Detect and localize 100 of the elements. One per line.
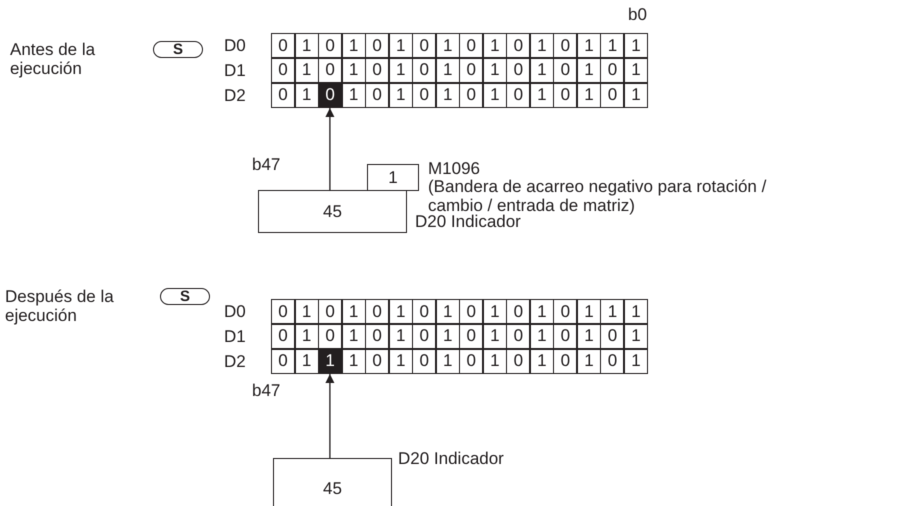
bit-cell: 0 <box>366 300 388 324</box>
contact-symbol: S <box>160 288 210 305</box>
bit-cell: 1 <box>530 300 553 324</box>
bit-cell: 0 <box>460 84 482 107</box>
bit-cell: 1 <box>436 300 459 324</box>
bit-cell: 0 <box>601 350 624 373</box>
state-heading: Antes de la ejecución <box>10 40 96 78</box>
bit-cell: 1 <box>578 300 600 324</box>
bit-cell: 0 <box>554 34 576 58</box>
bit-cell: 0 <box>272 58 294 82</box>
bit-cell: 1 <box>624 84 647 107</box>
bit-cell: 1 <box>390 324 412 348</box>
bit-cell: 1 <box>436 350 459 373</box>
bit-cell: 0 <box>366 34 388 58</box>
bit-cell: 1 <box>436 324 459 348</box>
bit-cell: 1 <box>342 34 365 58</box>
register-label: D0 <box>224 36 246 55</box>
bit-cell: 0 <box>272 34 294 58</box>
bit-cell: 1 <box>296 350 318 373</box>
bit-cell: 0 <box>413 324 436 348</box>
bit-cell: 0 <box>554 58 576 82</box>
bit-cell: 1 <box>342 350 365 373</box>
bit-cell: 0 <box>319 58 342 82</box>
bit-cell: 0 <box>319 34 342 58</box>
value-box: 45 <box>258 190 407 233</box>
bit-cell: 0 <box>601 58 624 82</box>
bit-label: b47 <box>252 381 280 400</box>
bit-cell: 1 <box>624 350 647 373</box>
bit-cell: 1 <box>342 300 365 324</box>
bit-cell: 0 <box>554 300 576 324</box>
bit-label: b47 <box>252 155 280 174</box>
bit-cell: 1 <box>530 34 553 58</box>
bit-cell: 1 <box>578 84 600 107</box>
bit-cell: 1 <box>484 84 506 107</box>
annotation-text: D20 Indicador <box>398 449 504 468</box>
bit-cell: 1 <box>578 324 600 348</box>
bit-cell: 1 <box>484 350 506 373</box>
bit-cell: 1 <box>342 58 365 82</box>
bit-cell: 0 <box>413 84 436 107</box>
register-label: D2 <box>224 352 246 371</box>
bit-cell: 1 <box>484 300 506 324</box>
bit-cell: 0 <box>601 324 624 348</box>
value-box: 1 <box>367 164 419 191</box>
bit-label: b0 <box>628 5 647 24</box>
bit-cell: 1 <box>530 84 553 107</box>
bit-cell: 0 <box>272 324 294 348</box>
bit-cell: 1 <box>390 350 412 373</box>
value-box: 45 <box>273 458 392 506</box>
bit-cell: 0 <box>460 34 482 58</box>
bit-cell: 1 <box>390 58 412 82</box>
bit-cell: 0 <box>460 300 482 324</box>
bit-cell: 1 <box>436 58 459 82</box>
bit-cell: 1 <box>624 300 647 324</box>
bit-cell: 0 <box>601 84 624 107</box>
bit-cell: 0 <box>460 58 482 82</box>
bit-cell: 0 <box>460 350 482 373</box>
bit-cell: 1 <box>624 324 647 348</box>
bit-cell: 0 <box>507 350 530 373</box>
bit-cell: 1 <box>578 58 600 82</box>
arrow <box>325 374 334 458</box>
bit-cell: 0 <box>366 324 388 348</box>
bit-cell: 0 <box>554 324 576 348</box>
bit-cell: 1 <box>484 324 506 348</box>
bit-cell: 0 <box>413 58 436 82</box>
bit-cell: 0 <box>413 350 436 373</box>
bit-cell: 1 <box>342 84 365 107</box>
bit-cell: 0 <box>507 34 530 58</box>
bit-cell: 1 <box>578 34 600 58</box>
bit-cell: 1 <box>390 84 412 107</box>
bit-cell: 1 <box>436 34 459 58</box>
bit-cell: 0 <box>272 300 294 324</box>
bit-cell: 1 <box>436 84 459 107</box>
state-heading: Después de la ejecución <box>5 287 115 325</box>
bit-cell: 1 <box>624 58 647 82</box>
annotation-text: (Bandera de acarreo negativo para rotación / cambio / entrada de matriz) <box>428 177 768 215</box>
bit-cell: 1 <box>530 324 553 348</box>
bit-cell: 0 <box>319 324 342 348</box>
bit-cell: 0 <box>272 350 294 373</box>
arrow <box>325 108 334 190</box>
bit-cell: 1 <box>530 350 553 373</box>
annotation-text: M1096 <box>428 159 480 178</box>
bit-cell: 0 <box>507 84 530 107</box>
bit-cell: 1 <box>296 58 318 82</box>
bit-cell: 0 <box>460 324 482 348</box>
bit-cell: 1 <box>530 58 553 82</box>
bit-cell: 1 <box>390 34 412 58</box>
bit-cell: 1 <box>484 34 506 58</box>
bit-cell: 0 <box>366 350 388 373</box>
bit-cell: 0 <box>554 350 576 373</box>
contact-symbol: S <box>153 41 203 58</box>
bit-cell: 1 <box>601 34 624 58</box>
bit-cell: 0 <box>413 300 436 324</box>
bit-cell: 0 <box>507 300 530 324</box>
bit-cell: 0 <box>272 84 294 107</box>
bit-cell: 1 <box>390 300 412 324</box>
bit-cell: 0 <box>507 58 530 82</box>
bit-cell: 1 <box>578 350 600 373</box>
bit-cell: 1 <box>601 300 624 324</box>
register-label: D1 <box>224 327 246 346</box>
annotation-text: D20 Indicador <box>415 212 521 231</box>
